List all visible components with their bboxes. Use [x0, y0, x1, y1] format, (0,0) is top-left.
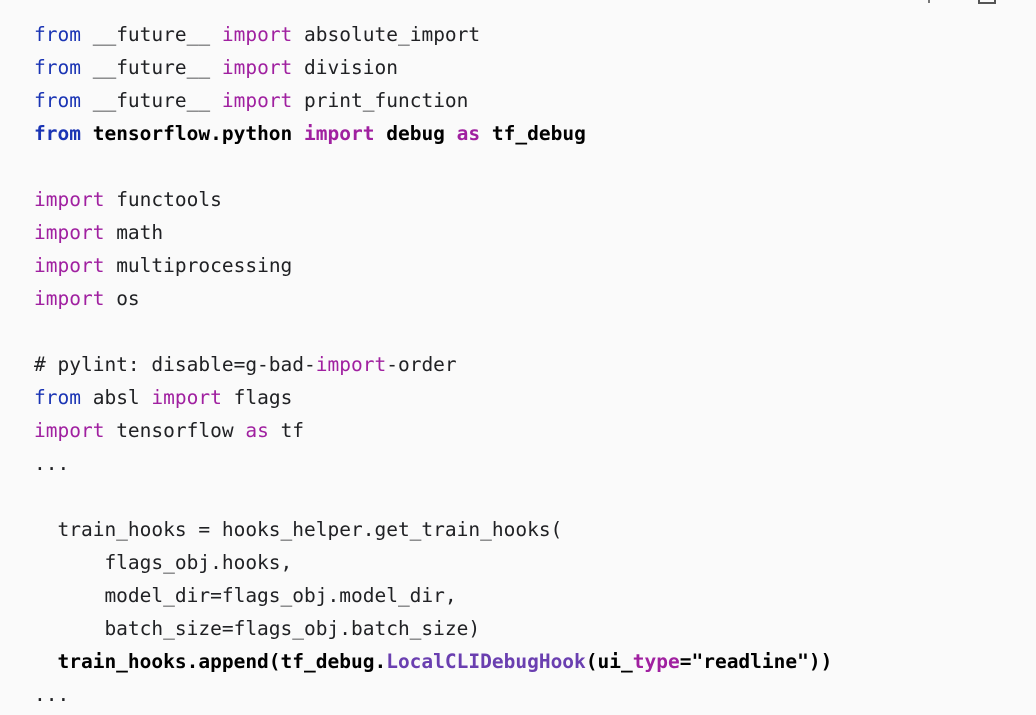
code-token: import: [315, 353, 387, 376]
code-token: from: [34, 56, 81, 79]
code-line: train_hooks = hooks_helper.get_train_hoo…: [34, 513, 832, 546]
code-line: [34, 315, 832, 348]
code-line: from __future__ import division: [34, 51, 832, 84]
code-line: model_dir=flags_obj.model_dir,: [34, 579, 832, 612]
code-line: import multiprocessing: [34, 249, 832, 282]
code-line: import functools: [34, 183, 832, 216]
code-line: from __future__ import absolute_import: [34, 18, 832, 51]
code-line: from tensorflow.python import debug as t…: [34, 117, 832, 150]
code-line: ...: [34, 678, 832, 711]
code-token: import: [34, 419, 105, 442]
code-token: __future__: [80, 56, 222, 79]
code-token: import: [34, 221, 105, 244]
code-line: from absl import flags: [34, 381, 832, 414]
code-token: debug: [374, 122, 457, 145]
copy-icon[interactable]: [928, 0, 930, 3]
code-token: model_dir=flags_obj.model_dir,: [34, 584, 457, 607]
code-token: import: [221, 23, 293, 46]
code-line: [34, 150, 832, 183]
code-line: flags_obj.hooks,: [34, 546, 832, 579]
code-token: import: [34, 287, 105, 310]
code-token: tf: [268, 419, 305, 442]
code-token: import: [34, 254, 105, 277]
code-token: multiprocessing: [104, 254, 293, 277]
code-token: print_function: [292, 89, 469, 112]
code-token: import: [304, 122, 375, 145]
expand-icon[interactable]: [978, 0, 996, 4]
code-token: math: [104, 221, 164, 244]
code-token: import: [34, 188, 105, 211]
code-token: train_hooks = hooks_helper.get_train_hoo…: [34, 518, 563, 541]
code-token: LocalCLIDebugHook: [386, 650, 586, 673]
code-token: ...: [34, 452, 70, 475]
code-token: train_hooks.append(tf_debug.: [34, 650, 387, 673]
code-token: as: [245, 419, 269, 442]
code-token: tensorflow: [104, 419, 246, 442]
code-line: from __future__ import print_function: [34, 84, 832, 117]
code-token: from: [34, 122, 81, 145]
code-toolbar: [928, 0, 996, 6]
code-line: import tensorflow as tf: [34, 414, 832, 447]
code-token: ="readline")): [679, 650, 833, 673]
code-token: # pylint: disable=g-bad-: [34, 353, 316, 376]
code-token: tf_debug: [480, 122, 586, 145]
code-line: batch_size=flags_obj.batch_size): [34, 612, 832, 645]
code-line: # pylint: disable=g-bad-import-order: [34, 348, 832, 381]
code-token: __future__: [80, 23, 222, 46]
code-token: batch_size=flags_obj.batch_size): [34, 617, 481, 640]
code-token: type: [632, 650, 680, 673]
code-token: __future__: [80, 89, 222, 112]
code-token: flags_obj.hooks,: [34, 551, 293, 574]
code-line: train_hooks.append(tf_debug.LocalCLIDebu…: [34, 645, 832, 678]
code-token: division: [292, 56, 398, 79]
code-line: import os: [34, 282, 832, 315]
code-token: import: [221, 56, 293, 79]
code-token: absolute_import: [292, 23, 481, 46]
code-token: -order: [386, 353, 457, 376]
code-token: import: [151, 386, 222, 409]
code-token: absl: [80, 386, 152, 409]
code-token: from: [34, 23, 81, 46]
code-token: from: [34, 386, 81, 409]
code-token: functools: [104, 188, 222, 211]
code-token: import: [221, 89, 293, 112]
code-token: as: [456, 122, 481, 145]
code-token: os: [104, 287, 140, 310]
code-line: import math: [34, 216, 832, 249]
code-token: ...: [34, 683, 70, 706]
code-token: tensorflow.python: [80, 122, 305, 145]
code-line: ...: [34, 447, 832, 480]
code-token: from: [34, 89, 81, 112]
code-token: (ui_: [585, 650, 633, 673]
code-line: [34, 480, 832, 513]
code-token: flags: [221, 386, 293, 409]
